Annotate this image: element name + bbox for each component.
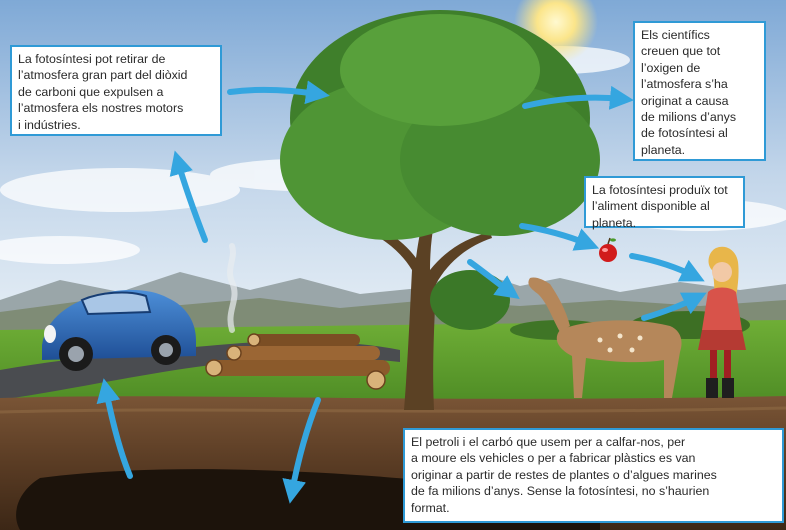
co2-removal-text: La fotosíntesi pot retirar de l’atmosfer… [18, 52, 188, 132]
tree [280, 10, 600, 410]
fossil-fuels-label: El petroli i el carbó que usem per a cal… [403, 428, 784, 523]
food-production-text: La fotosíntesi produïx tot l’aliment dis… [592, 183, 728, 230]
co2-removal-label: La fotosíntesi pot retirar de l’atmosfer… [10, 45, 222, 136]
food-production-label: La fotosíntesi produïx tot l’aliment dis… [584, 176, 745, 230]
apple [599, 237, 617, 262]
arrow-tree-to-soil [282, 397, 321, 504]
car [42, 289, 196, 371]
fossil-fuels-text: El petroli i el carbó que usem per a cal… [411, 435, 717, 515]
arrow-apple-to-girl [629, 253, 705, 282]
arrow-deer-to-girl [641, 292, 707, 321]
deer [528, 277, 682, 398]
flow-arrows [96, 80, 707, 504]
arrow-to-tree [227, 80, 330, 105]
girl [698, 246, 746, 398]
logs [205, 333, 390, 390]
arrow-soil-to-car [96, 378, 133, 479]
oxygen-origin-text: Els científics creuen que tot l’oxigen d… [641, 28, 737, 157]
smoke [227, 243, 238, 333]
arrow-to-co2-box [169, 150, 208, 243]
arrow-to-oxygen-box [522, 85, 634, 110]
arrow-to-apple [519, 223, 600, 251]
arrow-to-deer [467, 259, 520, 299]
oxygen-origin-label: Els científics creuen que tot l’oxigen d… [633, 21, 766, 161]
